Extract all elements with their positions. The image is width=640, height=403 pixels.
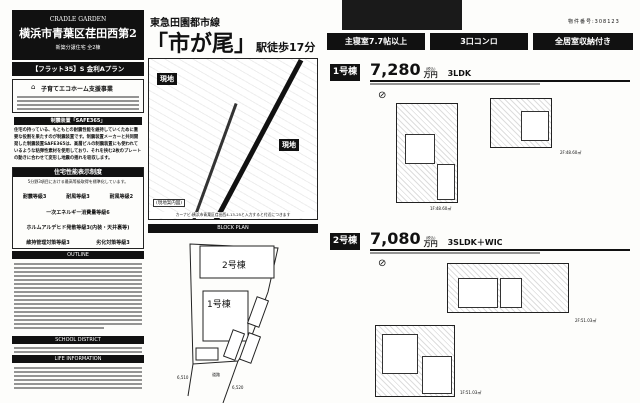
property-subtitle: 新築分譲住宅 全2棟 (55, 45, 101, 51)
unit-1-layout: 3LDK (447, 69, 472, 78)
road-label: 道路 (212, 372, 220, 377)
unit-2-floor-1-area: 1F:51.03㎡ (460, 390, 482, 395)
performance-item: 一次エネルギー消費量等級6 (46, 210, 110, 216)
block-plan-drawing (187, 243, 279, 403)
feature-banner: 3口コンロ (430, 33, 528, 50)
unit-1-floor-2-area: 2F:48.60㎡ (560, 150, 582, 155)
walk-time: 駅徒歩17分 (256, 41, 316, 54)
safe365-title: 制震装置「SAFE365」 (14, 117, 142, 125)
building-1-label: 1号棟 (207, 300, 231, 310)
school-title: SCHOOL DISTRICT (12, 336, 144, 344)
outline-text (14, 261, 142, 331)
brand-name: CRADLE GARDEN (49, 16, 107, 23)
unit-1-floor-1 (396, 103, 458, 203)
exterior-photo (342, 0, 462, 30)
unit-2-floor-1 (375, 325, 455, 397)
unit-2-price: 7,080 (370, 229, 421, 248)
unit-1-price-row: 7,280 (税込) 万円 3LDK (370, 61, 471, 79)
unit-2-layout: 3SLDK＋WIC (447, 238, 503, 247)
unit-1-floor-2 (490, 98, 552, 148)
train-line: 東急田園都市線 (150, 18, 220, 29)
performance-item: 劣化対策等級3 (96, 240, 130, 246)
performance-box: 住宅性能表示制度 5分野3項目における最高等級取得を標準化しています。 耐震等級… (12, 167, 144, 249)
performance-item: 耐風等級3 (66, 194, 90, 200)
unit-1-price: 7,280 (370, 60, 421, 79)
outline-title: OUTLINE (12, 251, 144, 259)
performance-item: 耐風等級2 (109, 194, 134, 200)
dim-left: 6,510 (177, 375, 189, 380)
performance-item: 維持管理対策等級3 (26, 240, 70, 246)
unit-2-price-unit: 万円 (423, 240, 438, 248)
map-caption: (現地案内図) (153, 199, 186, 207)
feature-banner: 全居室収納付き (533, 33, 633, 50)
unit-1-badge: 1号棟 (330, 64, 360, 81)
navi-text: カーナビ:横浜市青葉区荏田西4-13-25と入力すると付近につきます (149, 212, 317, 218)
unit-1-tax: (税込) (425, 66, 436, 71)
property-title: 横浜市青葉区荏田西第2 (19, 27, 137, 40)
feature-banner: 主寝室7.7帖以上 (327, 33, 425, 50)
north-arrow-icon: ⊘ (378, 258, 387, 269)
block-plan-title: BLOCK PLAN (148, 224, 318, 233)
performance-lead: 5分野3項目における最高等級取得を標準化しています。 (27, 179, 129, 184)
eco-box: 子育てエコホーム支援事業 ⌂ (12, 79, 144, 113)
unit-2-tax: (税込) (425, 235, 436, 240)
property-number: 物件番号:308123 (568, 19, 620, 25)
unit-2-floor-2-area: 2F:51.03㎡ (575, 318, 597, 323)
area-map: 現地 現地 (現地案内図) カーナビ:横浜市青葉区荏田西4-13-25と入力する… (148, 58, 318, 220)
unit-1-price-unit: 万円 (423, 71, 438, 79)
unit-2-badge: 2号棟 (330, 233, 360, 250)
site-marker-2: 現地 (279, 139, 299, 151)
performance-item: 耐震等級3 (22, 194, 47, 200)
house-icon: ⌂ (31, 83, 36, 91)
station-name: 「市が尾」 (146, 32, 257, 57)
safe365-text: 住宅の持っている、もともとの耐震性能を維持していくために重要な役割を果たすのが制… (14, 128, 142, 161)
performance-item: ホルムアルデヒド発散等級3(内装・天井裏等) (26, 225, 130, 231)
unit-1-floor-1-area: 1F:48.60㎡ (430, 206, 452, 211)
north-arrow-icon: ⊘ (378, 90, 387, 101)
life-title: LIFE INFORMATION (12, 355, 144, 363)
site-marker: 現地 (157, 73, 177, 85)
flat35-banner: 【フラット35】S 金利Aプラン (12, 62, 144, 76)
performance-title: 住宅性能表示制度 (13, 168, 143, 177)
eco-title: 子育てエコホーム支援事業 (41, 86, 113, 93)
unit-2-price-row: 7,080 (税込) 万円 3SLDK＋WIC (370, 230, 503, 248)
title-block: CRADLE GARDEN 横浜市青葉区荏田西第2 新築分譲住宅 全2棟 (12, 10, 144, 60)
building-2-label: 2号棟 (222, 261, 246, 271)
unit-2-floor-2 (447, 263, 569, 313)
dim-right: 6,520 (232, 385, 244, 390)
